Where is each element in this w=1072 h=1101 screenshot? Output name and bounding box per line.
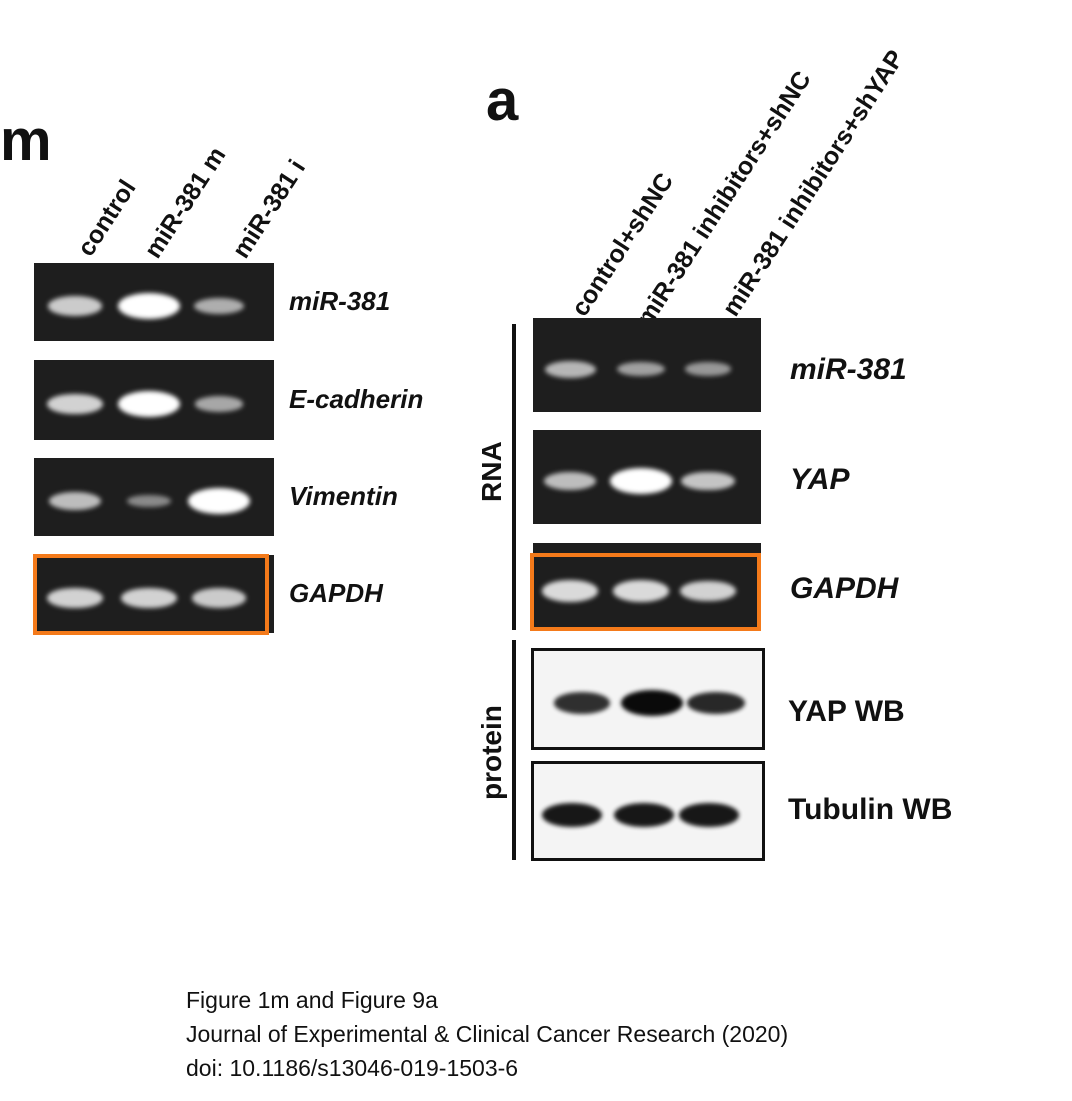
band-lane-3 (684, 362, 732, 376)
band-lane-3 (681, 471, 735, 491)
gel-a-gapdh (533, 543, 761, 631)
band-lane-1 (542, 802, 602, 828)
band-lane-1 (47, 393, 103, 415)
blot-a-yap-wb (531, 648, 765, 750)
lane-label-control: control (72, 174, 142, 262)
row-label-m-mir381: miR-381 (289, 286, 391, 316)
panel-m-letter: m (0, 108, 52, 173)
band-lane-2 (612, 580, 670, 602)
band-lane-1 (553, 692, 611, 714)
row-label-m-gapdh: GAPDH (289, 578, 383, 608)
caption-line-journal: Journal of Experimental & Clinical Cance… (186, 1021, 789, 1047)
gel-a-mir381 (533, 318, 761, 412)
band-lane-2 (621, 690, 683, 716)
band-lane-2 (614, 802, 674, 828)
band-lane-3 (194, 396, 244, 412)
rna-bracket-line (512, 324, 516, 630)
row-label-a-tubulin-wb: Tubulin WB (788, 793, 953, 826)
band-lane-2 (118, 391, 180, 417)
gel-m-gapdh (34, 555, 274, 633)
band-lane-1 (48, 492, 102, 510)
row-label-a-yap: YAP (790, 463, 850, 496)
band-lane-3 (679, 802, 739, 828)
gapdh-highlight-box-a (530, 553, 761, 631)
band-lane-3 (687, 691, 745, 715)
protein-group-label: protein (476, 705, 507, 800)
figure-caption: Figure 1m and Figure 9a Journal of Exper… (186, 983, 788, 1085)
rna-group-label: RNA (476, 441, 507, 502)
band-lane-3 (188, 488, 250, 514)
row-label-a-yap-wb: YAP WB (788, 695, 905, 728)
band-lane-1 (543, 472, 597, 490)
band-lane-2 (617, 361, 665, 377)
band-lane-3 (194, 297, 244, 315)
band-lane-1 (541, 580, 599, 602)
band-lane-1 (47, 296, 103, 316)
lane-label-mir381-inhibitor: miR-381 i (227, 154, 312, 264)
band-lane-2 (121, 587, 177, 609)
gapdh-highlight-box-m (33, 554, 269, 635)
gel-m-vimentin (34, 458, 274, 536)
row-label-a-gapdh: GAPDH (790, 572, 899, 605)
band-lane-2 (118, 293, 180, 319)
band-lane-2 (610, 468, 672, 494)
band-lane-2 (126, 495, 172, 507)
band-lane-3 (680, 580, 736, 602)
row-label-m-vimentin: Vimentin (289, 481, 398, 511)
band-lane-1 (47, 587, 103, 609)
lane-label-mir381-mimic: miR-381 m (139, 141, 232, 264)
blot-a-tubulin-wb (531, 761, 765, 861)
row-label-m-ecadherin: E-cadherin (289, 384, 424, 414)
gel-m-mir381 (34, 263, 274, 341)
gel-a-yap (533, 430, 761, 524)
row-label-a-mir381: miR-381 (790, 353, 907, 386)
gel-m-ecadherin (34, 360, 274, 440)
band-lane-1 (544, 360, 596, 378)
protein-bracket-line (512, 640, 516, 860)
caption-line-figures: Figure 1m and Figure 9a (186, 987, 438, 1013)
panel-a-letter: a (486, 68, 519, 133)
caption-line-doi: doi: 10.1186/s13046-019-1503-6 (186, 1055, 519, 1081)
band-lane-3 (191, 588, 247, 608)
